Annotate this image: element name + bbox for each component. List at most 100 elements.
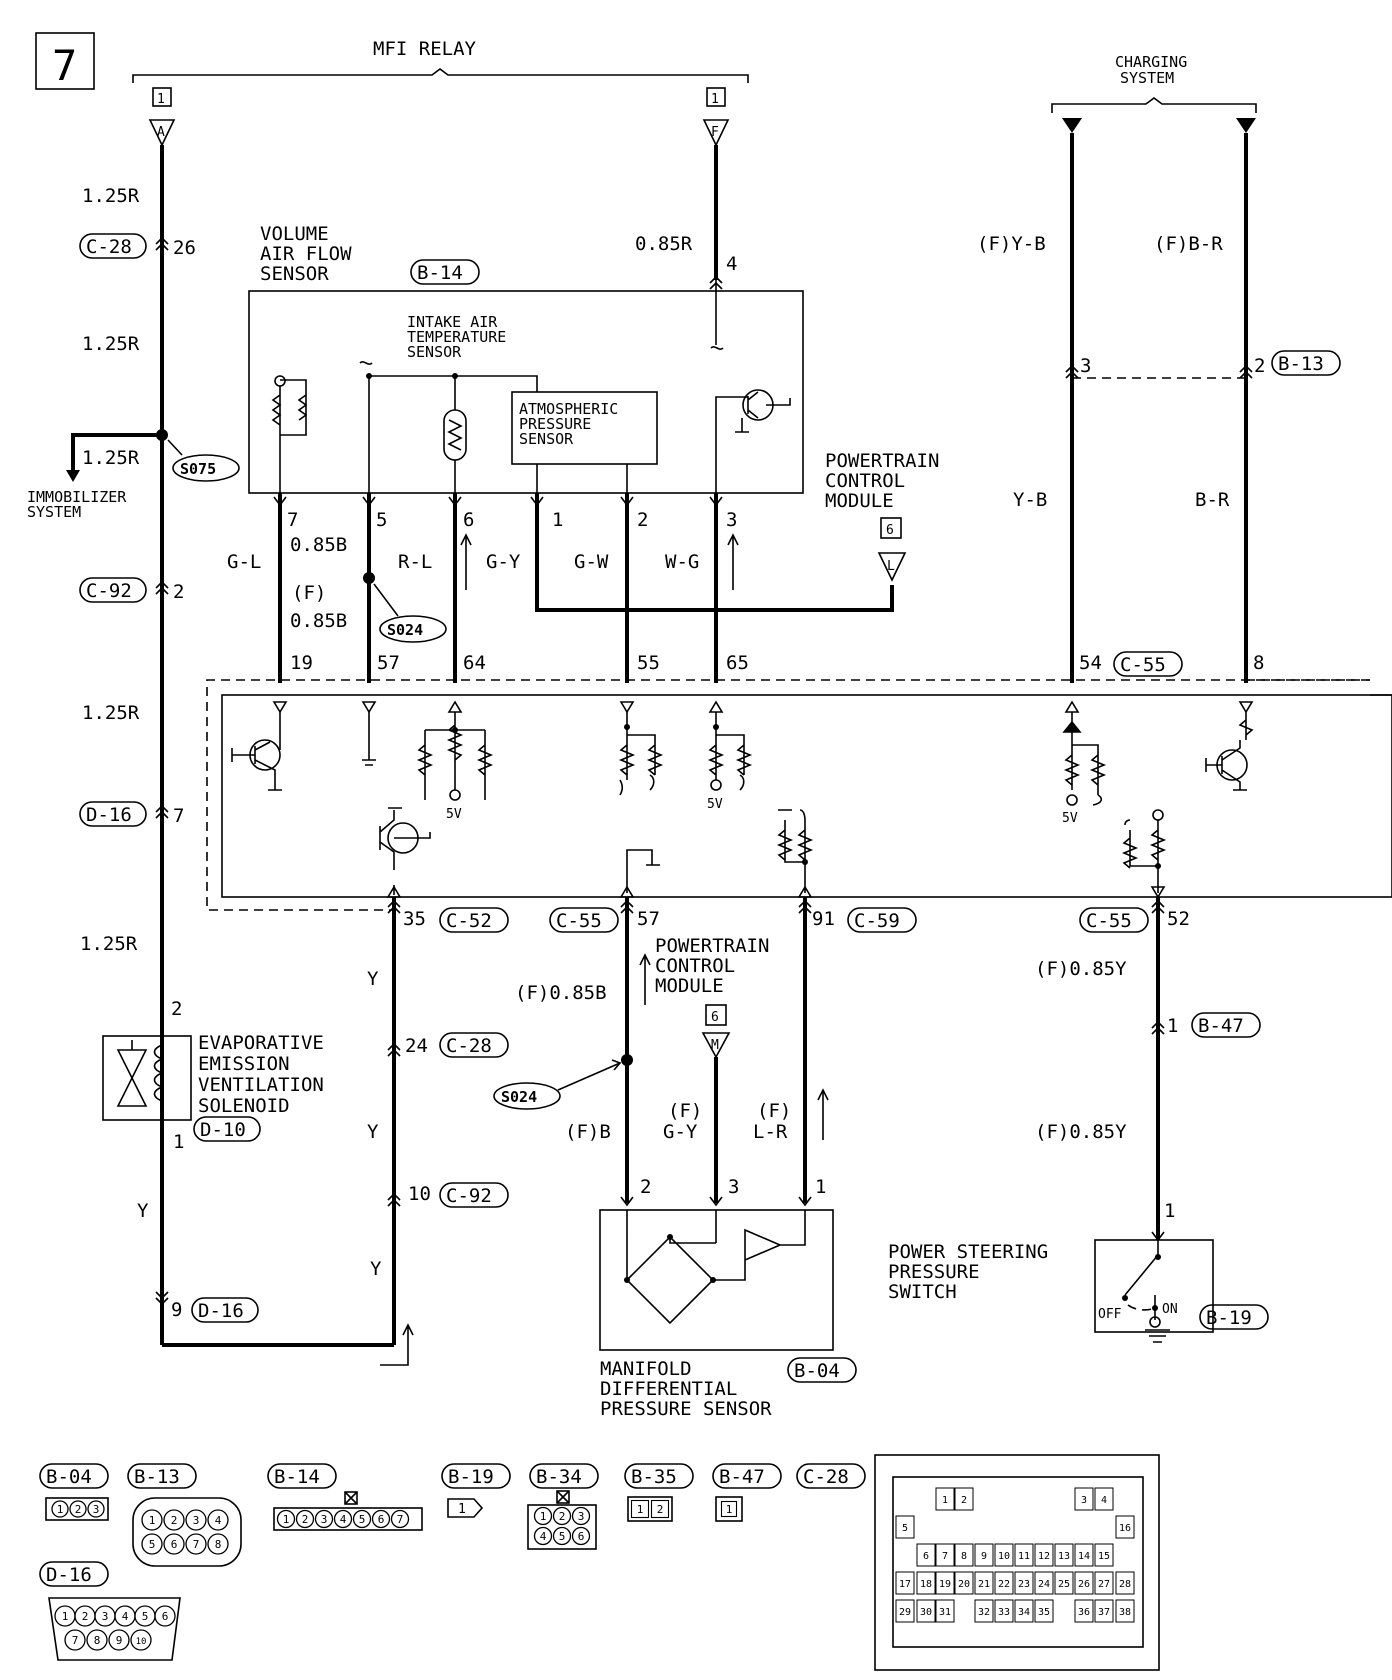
svg-text:13: 13: [1058, 1551, 1070, 1562]
svg-text:10: 10: [998, 1551, 1010, 1562]
svg-text:19: 19: [939, 1579, 951, 1590]
b34-pin-2: 2: [552, 1506, 572, 1526]
b13-pin-8: 8: [207, 1533, 229, 1555]
svg-text:28: 28: [1119, 1579, 1131, 1590]
svg-text:2: 2: [961, 1495, 967, 1506]
maf-pin-6: 6: [463, 509, 474, 531]
svg-text:1: 1: [149, 1514, 156, 1527]
svg-text:3: 3: [102, 1610, 109, 1623]
maf-line3: SENSOR: [260, 263, 329, 285]
pcm-5v-c: 5V: [1062, 811, 1078, 826]
wire-label-5: 1.25R: [80, 933, 138, 955]
c28-pin-38: 38: [1115, 1599, 1135, 1623]
b14-pin-6: 6: [371, 1509, 391, 1529]
mdp-conn: B-04: [794, 1360, 840, 1382]
evap-line2: EMISSION: [198, 1053, 290, 1075]
mdp-pin2: 2: [640, 1176, 651, 1198]
d16-pin-8: 8: [86, 1629, 108, 1651]
c28-pin-4: 4: [1094, 1487, 1114, 1511]
svg-text:2: 2: [82, 1610, 89, 1623]
mfi-pin-f: F: [711, 125, 719, 140]
c28-pin-17: 17: [895, 1571, 915, 1595]
pin-10: 10: [408, 1183, 431, 1205]
d16-pin-10: 10: [130, 1629, 152, 1651]
legend-b13: B-13: [134, 1466, 180, 1488]
svg-text:2: 2: [559, 1510, 566, 1523]
svg-text:14: 14: [1078, 1551, 1090, 1562]
b13-label: B-13: [1278, 353, 1324, 375]
c28-pin-20: 20: [954, 1571, 974, 1595]
charging-wires: (F)Y-B (F)B-R 3 2 B-13 Y-B B-R 54 C-55 8: [977, 133, 1341, 683]
c59-label: C-59: [854, 910, 900, 932]
svg-text:7: 7: [193, 1538, 200, 1551]
svg-text:17: 17: [899, 1579, 911, 1590]
svg-text:31: 31: [939, 1607, 951, 1618]
ps-pin-1: 1: [1167, 1015, 1178, 1037]
evap-line3: VENTILATION: [198, 1074, 324, 1096]
d16-pin-5: 5: [134, 1605, 156, 1627]
maf-color-085b: 0.85B: [290, 534, 347, 556]
mdp-line3: PRESSURE SENSOR: [600, 1398, 772, 1420]
pcm-l-pin: L: [887, 559, 895, 574]
maf-pin-7: 7: [287, 509, 298, 531]
svg-text:4: 4: [340, 1513, 347, 1526]
legend-c28: C-28: [803, 1466, 849, 1488]
svg-text:7: 7: [397, 1513, 404, 1526]
svg-text:30: 30: [920, 1607, 932, 1618]
mdp-line2: DIFFERENTIAL: [600, 1378, 737, 1400]
c28-pin-23: 23: [1014, 1571, 1034, 1595]
svg-text:3: 3: [193, 1514, 200, 1527]
pcm-5v-b: 5V: [707, 797, 723, 812]
svg-text:36: 36: [1078, 1607, 1090, 1618]
wire-label-3: 1.25R: [82, 447, 140, 469]
charging-line2: SYSTEM: [1120, 69, 1174, 87]
b35-pin-1: 1: [630, 1499, 650, 1519]
c28-pin-2: 2: [954, 1487, 974, 1511]
iat-line3: SENSOR: [407, 343, 462, 361]
c28-pin-37: 37: [1094, 1599, 1114, 1623]
c28-pin-9: 9: [974, 1543, 994, 1567]
b14-pin-1: 1: [276, 1509, 296, 1529]
c28-pin-24: 24: [1034, 1571, 1054, 1595]
mdp-lr-f: (F): [757, 1100, 791, 1122]
mdp-gy: G-Y: [663, 1121, 698, 1143]
pcm-m-pin: M: [711, 1038, 719, 1053]
b19-pin-1: 1: [458, 1502, 466, 1517]
svg-text:2: 2: [75, 1503, 82, 1516]
svg-text:4: 4: [215, 1514, 222, 1527]
legend-b19: B-19: [448, 1466, 494, 1488]
maf-conn: B-14: [417, 262, 463, 284]
svg-text:6: 6: [378, 1513, 385, 1526]
maf-color-gy: G-Y: [486, 551, 521, 573]
maf-pin-3: 3: [726, 509, 737, 531]
svg-text:8: 8: [94, 1634, 101, 1647]
svg-text:35: 35: [1038, 1607, 1050, 1618]
maf-pin-2: 2: [637, 509, 648, 531]
pcm-box: 5V 5V 5V: [206, 679, 1392, 911]
b13-pin-1: 1: [141, 1509, 163, 1531]
svg-text:22: 22: [998, 1579, 1010, 1590]
atm-line3: SENSOR: [519, 430, 574, 448]
svg-text:15: 15: [1098, 1551, 1110, 1562]
c28-mid-label: C-28: [446, 1035, 492, 1057]
c28-left-pin: 26: [173, 237, 196, 259]
svg-text:5: 5: [142, 1610, 149, 1623]
svg-text:4: 4: [1101, 1495, 1107, 1506]
svg-text:3: 3: [93, 1503, 100, 1516]
svg-text:27: 27: [1098, 1579, 1110, 1590]
volume-air-flow-sensor: VOLUME AIR FLOW SENSOR B-14 INTAKE AIR T…: [248, 223, 804, 494]
ps-line2: PRESSURE: [888, 1261, 980, 1283]
b14-pin-5: 5: [352, 1509, 372, 1529]
svg-text:12: 12: [1038, 1551, 1050, 1562]
ps-on: ON: [1162, 1302, 1178, 1317]
b04-pin-1: 1: [51, 1500, 69, 1518]
b34-pin-4: 4: [533, 1526, 553, 1546]
svg-text:9: 9: [981, 1551, 987, 1562]
ps-wire-2: (F)0.85Y: [1035, 1121, 1127, 1143]
pcm-5v-a: 5V: [446, 807, 462, 822]
legend-b04: B-04: [46, 1466, 92, 1488]
d10-label: D-10: [200, 1119, 246, 1141]
svg-text:4: 4: [540, 1530, 547, 1543]
c28-left-label: C-28: [86, 236, 132, 258]
d16-pin-7: 7: [64, 1629, 86, 1651]
